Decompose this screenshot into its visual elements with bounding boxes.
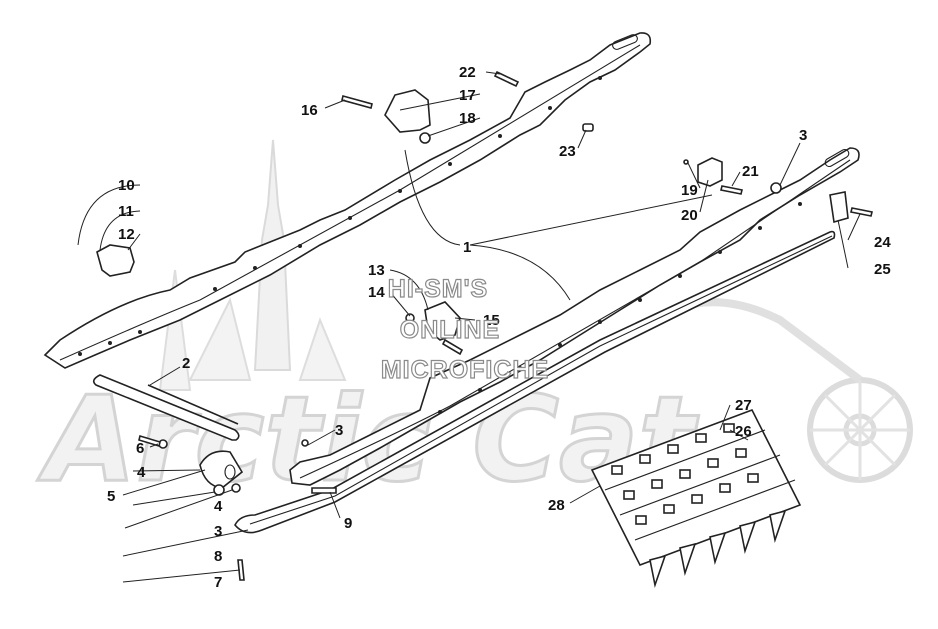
- callout-1: 1: [463, 239, 471, 256]
- bracket-12: [96, 244, 135, 277]
- callout-28: 28: [548, 497, 565, 514]
- callout-22: 22: [459, 64, 476, 81]
- callout-2: 2: [182, 355, 190, 372]
- callout-4-bottom: 4: [214, 498, 223, 515]
- callout-3-top: 3: [799, 127, 807, 144]
- slide-strip: [234, 230, 836, 534]
- bracket-25: [829, 191, 849, 224]
- leader-lines: [77, 71, 861, 583]
- callout-23: 23: [559, 143, 576, 160]
- callout-24: 24: [874, 234, 891, 251]
- callout-3-bottom: 3: [214, 523, 222, 540]
- callout-27: 27: [735, 397, 752, 414]
- callout-13: 13: [368, 262, 385, 279]
- callout-8: 8: [214, 548, 222, 565]
- callout-14: 14: [368, 284, 385, 301]
- callout-5: 5: [107, 488, 115, 505]
- callout-12: 12: [118, 226, 135, 243]
- watermark-line-3: MICROFICHE: [381, 356, 549, 384]
- callout-4-top: 4: [137, 464, 146, 481]
- left-rail: [43, 32, 652, 369]
- callout-25: 25: [874, 261, 891, 278]
- stop-block: [697, 157, 723, 187]
- right-rail: [289, 147, 860, 486]
- callout-6: 6: [136, 440, 144, 457]
- hardware: [138, 70, 873, 581]
- callout-16: 16: [301, 102, 318, 119]
- callout-17: 17: [459, 87, 476, 104]
- callout-10: 10: [118, 177, 135, 194]
- callout-11: 11: [118, 203, 134, 220]
- cross-shaft: [92, 374, 240, 441]
- watermark-line-2: ONLINE: [400, 316, 500, 344]
- plate-13: [424, 301, 461, 341]
- idler-bracket: [384, 89, 431, 133]
- callout-19: 19: [681, 182, 698, 199]
- callout-21: 21: [742, 163, 759, 180]
- rail-end-cap: [199, 450, 244, 489]
- callout-3-mid: 3: [335, 422, 343, 439]
- watermark-text: HI-SM'S ONLINE MICROFICHE: [380, 274, 549, 384]
- callout-9: 9: [344, 515, 352, 532]
- callout-26: 26: [735, 423, 752, 440]
- track-clips: [590, 408, 802, 589]
- callout-18: 18: [459, 110, 476, 127]
- callout-7: 7: [214, 574, 222, 591]
- callout-15: 15: [483, 312, 500, 329]
- callout-20: 20: [681, 207, 698, 224]
- watermark-line-1: HI-SM'S: [388, 275, 488, 303]
- callouts: 16 22 17 18 23 3 21 19 20 24 25 1 10 11 …: [107, 64, 891, 591]
